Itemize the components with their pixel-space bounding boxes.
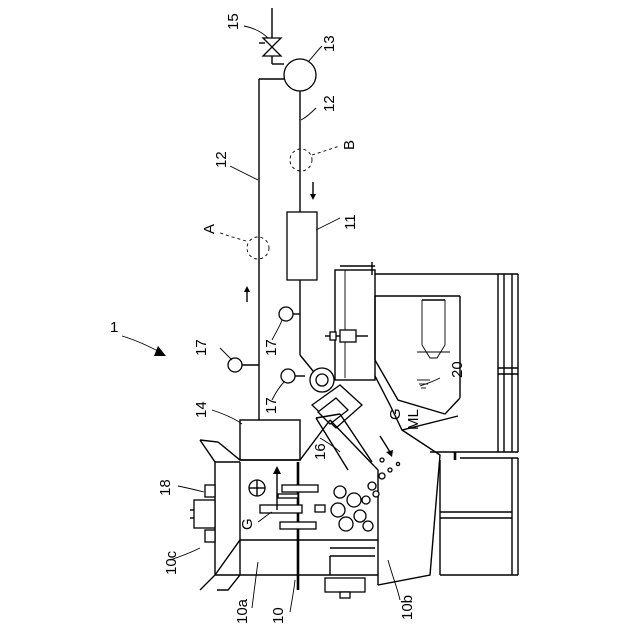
- valve-15: [259, 8, 281, 64]
- label-18: 18: [157, 479, 174, 496]
- sensor-17-b: [228, 358, 259, 372]
- leader-17-a: [272, 320, 282, 340]
- flow-arrow-g: [380, 436, 393, 457]
- leader-10b: [388, 560, 400, 600]
- label-10b: 10b: [399, 595, 416, 620]
- label-17-c: 17: [263, 397, 280, 414]
- label-20: 20: [449, 361, 466, 378]
- label-16: 16: [312, 443, 329, 460]
- label-g-inside: G: [239, 518, 256, 530]
- label-b: B: [341, 140, 358, 150]
- device-11: [287, 212, 317, 280]
- label-17-b: 17: [193, 339, 210, 356]
- label-ml: ML: [405, 409, 422, 430]
- leader-17-c: [272, 382, 284, 400]
- leader-18: [178, 486, 204, 492]
- detail-circle-b: [290, 149, 312, 171]
- detail-circle-a: [247, 237, 269, 259]
- fitting-top-right: [325, 330, 368, 342]
- frame-right: [430, 274, 518, 575]
- label-11: 11: [342, 214, 359, 230]
- material-pieces: [331, 458, 400, 531]
- label-10c: 10c: [163, 550, 180, 575]
- chute-16: [316, 414, 372, 470]
- leader-12-right: [301, 108, 316, 120]
- leader-a: [218, 232, 246, 241]
- leader-13: [308, 46, 322, 62]
- flow-arrow-up: [244, 286, 250, 302]
- leader-14: [212, 410, 242, 424]
- label-10a: 10a: [234, 598, 251, 624]
- pump-13: [284, 59, 316, 91]
- leader-11: [316, 218, 340, 230]
- sensor-17-c: [281, 369, 305, 383]
- flange-18: [190, 485, 215, 542]
- leader-12-left: [230, 166, 258, 180]
- chimney-14: [240, 418, 300, 460]
- leader-10: [290, 580, 295, 612]
- lower-chute: [378, 430, 440, 585]
- label-a: A: [201, 224, 218, 234]
- flow-arrow-inside: [273, 466, 281, 510]
- leader-1: [122, 336, 160, 352]
- label-17-a: 17: [263, 339, 280, 356]
- arrow-1: [154, 346, 166, 356]
- label-10: 10: [270, 607, 287, 624]
- motor-assembly: [310, 368, 362, 428]
- label-1: 1: [110, 319, 118, 336]
- label-12-left: 12: [213, 151, 230, 168]
- sensor-17-a: [279, 307, 300, 321]
- leader-17-b: [220, 348, 232, 360]
- label-12-right: 12: [321, 95, 338, 112]
- inner-baffles: [260, 485, 325, 529]
- label-15: 15: [225, 13, 242, 30]
- leader-10a: [252, 562, 258, 608]
- label-g-right: G: [387, 408, 404, 420]
- leader-20: [420, 378, 440, 386]
- label-13: 13: [321, 35, 338, 52]
- label-14: 14: [193, 401, 210, 418]
- leader-15: [244, 26, 268, 38]
- flow-arrow-down: [310, 182, 316, 200]
- burner-symbol: [249, 480, 265, 496]
- leader-b: [312, 146, 340, 155]
